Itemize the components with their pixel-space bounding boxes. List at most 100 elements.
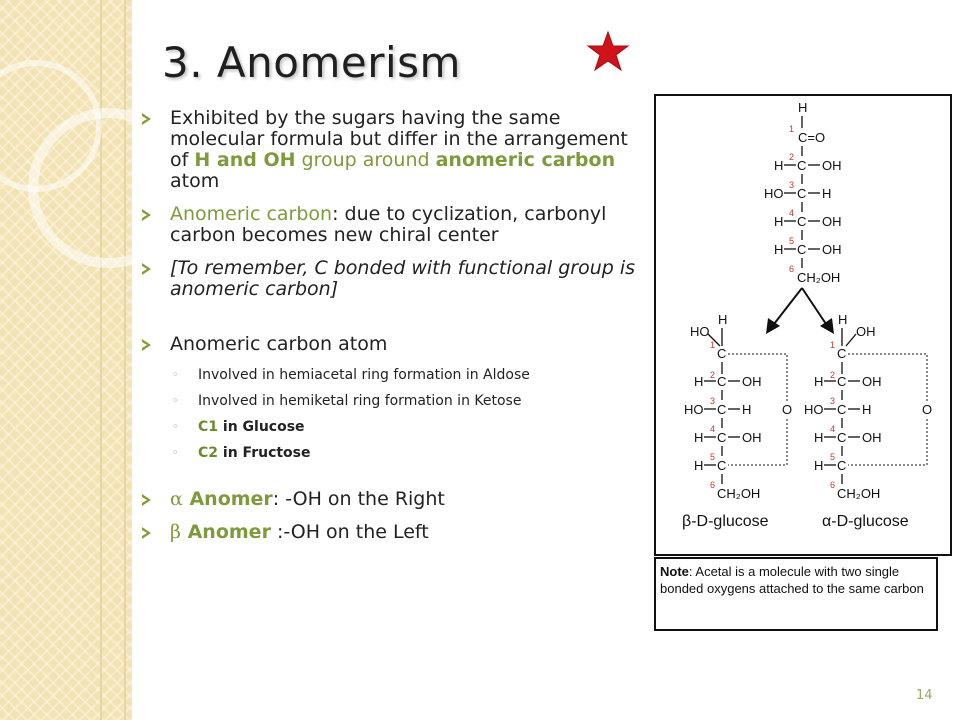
alpha-c6: CH₂OH [837, 486, 880, 501]
beta-label: β-D-glucose [682, 513, 769, 530]
note-label: Note [660, 564, 689, 579]
open-chain-c5-left: H [774, 242, 783, 257]
alpha-carbon: C [837, 458, 846, 473]
open-chain-glucose: H 1 C=O 2 H C OH 3 HO C H 4 H C OH [764, 100, 842, 285]
decorative-ring [0, 60, 102, 192]
alpha-c4-left: H [814, 430, 823, 445]
beta-c5-left: H [694, 458, 703, 473]
alpha-top-right: OH [856, 324, 876, 339]
carbon-number: 6 [710, 480, 715, 490]
beta-d-glucose-structure: HO H 1 C 2 H C OH 3 HO C H 4 H C [682, 312, 792, 530]
beta-carbon: C [717, 346, 726, 361]
alpha-c5-left: H [814, 458, 823, 473]
arrow-bullet-icon [142, 494, 151, 506]
arrow-bullet-icon [142, 209, 151, 221]
open-chain-carbon: C [797, 242, 806, 257]
alpha-ring-oxygen: O [922, 402, 932, 417]
star-icon [586, 30, 630, 72]
bullet-beta-anomer: β Anomer :-OH on the Left [140, 522, 640, 543]
carbon-number: 1 [789, 124, 794, 134]
carbon-number: 5 [789, 236, 794, 246]
alpha-c3-right: H [862, 402, 871, 417]
beta-carbon: C [717, 374, 726, 389]
beta-carbon: C [717, 430, 726, 445]
alpha-d-glucose-structure: H OH 1 C 2 H C OH 3 HO C H 4 H C [804, 312, 932, 530]
bullet-anomeric-carbon-atom: Anomeric carbon atom [140, 334, 640, 355]
carbon-number: 4 [710, 424, 715, 434]
carbon-number: 5 [710, 452, 715, 462]
alpha-c3-left: HO [804, 402, 824, 417]
bullet-anomeric-carbon: Anomeric carbon: due to cyclization, car… [140, 204, 640, 246]
beta-carbon: C [717, 458, 726, 473]
alpha-label: α-D-glucose [822, 513, 909, 530]
beta-ring-oxygen: O [782, 402, 792, 417]
sub-bullet-fructose: ◦ C2 in Fructose [172, 445, 311, 461]
glucose-anomer-diagram: H 1 C=O 2 H C OH 3 HO C H 4 H C OH [654, 94, 952, 556]
beta-c4-left: H [694, 430, 703, 445]
carbon-number: 4 [830, 424, 835, 434]
open-chain-c4-left: H [774, 214, 783, 229]
alpha-c2-right: OH [862, 374, 882, 389]
arrow-bullet-icon [142, 113, 151, 125]
carbon-number: 2 [830, 370, 835, 380]
open-chain-c1: C=O [798, 130, 825, 145]
alpha-top-left: H [838, 312, 847, 327]
circle-bullet-icon: ◦ [172, 420, 179, 433]
alpha-carbon: C [837, 346, 846, 361]
alpha-carbon: C [837, 402, 846, 417]
decorative-line [124, 0, 126, 720]
open-chain-carbon: C [797, 214, 806, 229]
decorative-line [100, 0, 102, 720]
circle-bullet-icon: ◦ [172, 394, 179, 407]
carbon-number: 6 [789, 264, 794, 274]
circle-bullet-icon: ◦ [172, 368, 179, 381]
bullet-definition: Exhibited by the sugars having the same … [140, 108, 640, 192]
sub-bullet-glucose: ◦ C1 in Glucose [172, 419, 305, 435]
cyclization-arrows [766, 287, 834, 334]
carbon-number: 3 [789, 180, 794, 190]
carbon-number: 5 [830, 452, 835, 462]
open-chain-carbon: C [797, 186, 806, 201]
carbon-number: 3 [710, 396, 715, 406]
arrow-bullet-icon [142, 527, 151, 539]
bullet-alpha-anomer: α Anomer: -OH on the Right [140, 489, 640, 510]
beta-c2-left: H [694, 374, 703, 389]
alpha-carbon: C [837, 430, 846, 445]
open-chain-c4-right: OH [822, 214, 842, 229]
open-chain-top-h: H [798, 100, 807, 115]
alpha-carbon: C [837, 374, 846, 389]
open-chain-c2-right: OH [822, 158, 842, 173]
beta-top-right: H [718, 312, 727, 327]
alpha-c2-left: H [814, 374, 823, 389]
beta-top-left: HO [690, 324, 710, 339]
open-chain-c6: CH₂OH [797, 270, 840, 285]
open-chain-carbon: C [797, 158, 806, 173]
beta-c3-left: HO [684, 402, 704, 417]
arrow-bullet-icon [142, 263, 151, 275]
carbon-number: 4 [789, 208, 794, 218]
sub-bullet-ketose: ◦ Involved in hemiketal ring formation i… [172, 393, 522, 409]
carbon-number: 2 [789, 152, 794, 162]
beta-c3-right: H [742, 402, 751, 417]
beta-c2-right: OH [742, 374, 762, 389]
sub-bullet-aldose: ◦ Involved in hemiacetal ring formation … [172, 367, 530, 383]
carbon-number: 2 [710, 370, 715, 380]
beta-c4-right: OH [742, 430, 762, 445]
beta-carbon: C [717, 402, 726, 417]
carbon-number: 1 [710, 340, 715, 350]
beta-c6: CH₂OH [717, 486, 760, 501]
arrow-bullet-icon [142, 339, 151, 351]
open-chain-c2-left: H [774, 158, 783, 173]
carbon-number: 3 [830, 396, 835, 406]
slide-content: Exhibited by the sugars having the same … [140, 108, 640, 555]
circle-bullet-icon: ◦ [172, 446, 179, 459]
slide-title: 3. Anomerism [162, 38, 461, 87]
page-number: 14 [916, 688, 933, 703]
open-chain-c3-left: HO [764, 186, 784, 201]
carbon-number: 1 [830, 340, 835, 350]
note-text: : Acetal is a molecule with two single b… [660, 564, 924, 596]
note-box: Note: Acetal is a molecule with two sing… [654, 557, 938, 631]
bullet-remember: [To remember, C bonded with functional g… [140, 258, 640, 300]
alpha-c4-right: OH [862, 430, 882, 445]
glucose-structures-svg: H 1 C=O 2 H C OH 3 HO C H 4 H C OH [682, 100, 932, 530]
